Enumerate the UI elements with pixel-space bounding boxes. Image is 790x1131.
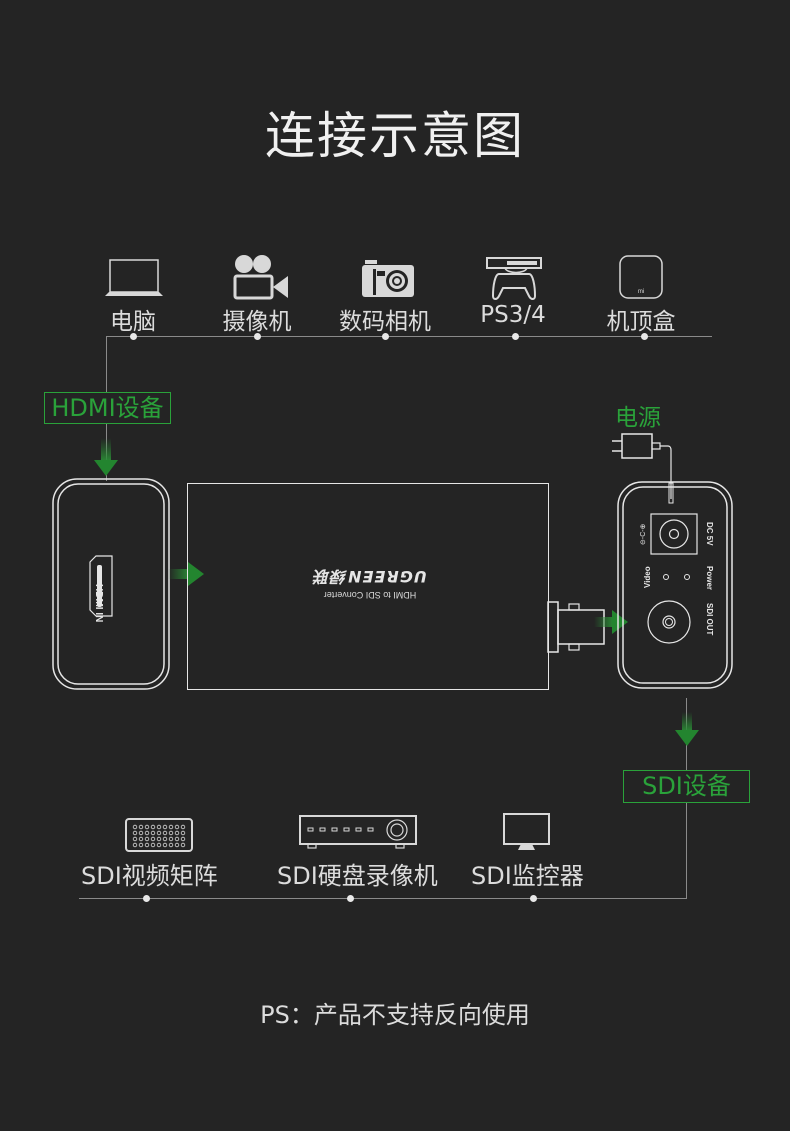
svg-text:mi: mi: [638, 289, 644, 295]
usage-note: PS：产品不支持反向使用: [260, 1001, 530, 1029]
hdmi-port-icon: [108, 560, 126, 610]
set-top-box-icon: mi: [619, 255, 663, 299]
hdmi-in-label: HDMI IN: [93, 584, 104, 623]
connector-dot: [382, 333, 389, 340]
device-label-sdi-dvr: SDI硬盘录像机: [277, 862, 438, 890]
connector-dot: [130, 333, 137, 340]
hdmi-device-label: HDMI设备: [44, 392, 171, 424]
connector-dot: [530, 895, 537, 902]
video-led-label: Video: [643, 566, 652, 588]
connector-dot: [641, 333, 648, 340]
power-label: 电源: [615, 405, 661, 431]
svg-text:⊖-C-⊕: ⊖-C-⊕: [640, 523, 647, 545]
connector-dot: [347, 895, 354, 902]
sdi-output-end: ⊖-C-⊕: [617, 481, 733, 689]
connector-dot: [254, 333, 261, 340]
device-label-computer: 电脑: [110, 309, 156, 335]
converter-model-label: HDMI to SDI Converter: [323, 590, 417, 600]
input-bus-line: [106, 336, 712, 337]
connector-dot: [512, 333, 519, 340]
device-label-digital-camera: 数码相机: [339, 309, 431, 335]
digital-camera-icon: [361, 259, 415, 299]
brand-logo: UGREEN绿联: [313, 567, 427, 586]
hdmi-input-end: [52, 478, 170, 690]
monitor-icon: [502, 812, 552, 852]
arrow-right-icon: [594, 610, 628, 634]
video-camera-icon: [232, 254, 292, 300]
sdi-device-label: SDI设备: [623, 770, 750, 803]
game-console-icon: [485, 256, 543, 302]
dvr-icon: [298, 814, 420, 854]
output-bus-line: [79, 898, 687, 899]
page-title: 连接示意图: [265, 107, 525, 165]
device-label-sdi-monitor: SDI监控器: [471, 862, 584, 890]
converter-body: [187, 483, 549, 690]
converter-branding: HDMI to SDI Converter UGREEN绿联: [300, 566, 440, 600]
device-label-sdi-matrix: SDI视频矩阵: [81, 862, 218, 890]
connector-dot: [143, 895, 150, 902]
device-label-camcorder: 摄像机: [222, 309, 292, 335]
video-matrix-icon: [125, 818, 193, 852]
arrow-down-icon: [675, 712, 699, 748]
laptop-icon: [104, 258, 164, 298]
arrow-down-icon: [94, 438, 118, 478]
arrow-right-icon: [168, 562, 204, 586]
device-label-ps: PS3/4: [480, 302, 546, 328]
sdi-out-label: SDI OUT: [705, 603, 714, 636]
dc-5v-label: DC 5V: [705, 522, 714, 546]
power-adapter-icon: [610, 433, 680, 513]
power-led-label: Power: [705, 566, 714, 591]
device-label-set-top-box: 机顶盒: [606, 309, 676, 335]
